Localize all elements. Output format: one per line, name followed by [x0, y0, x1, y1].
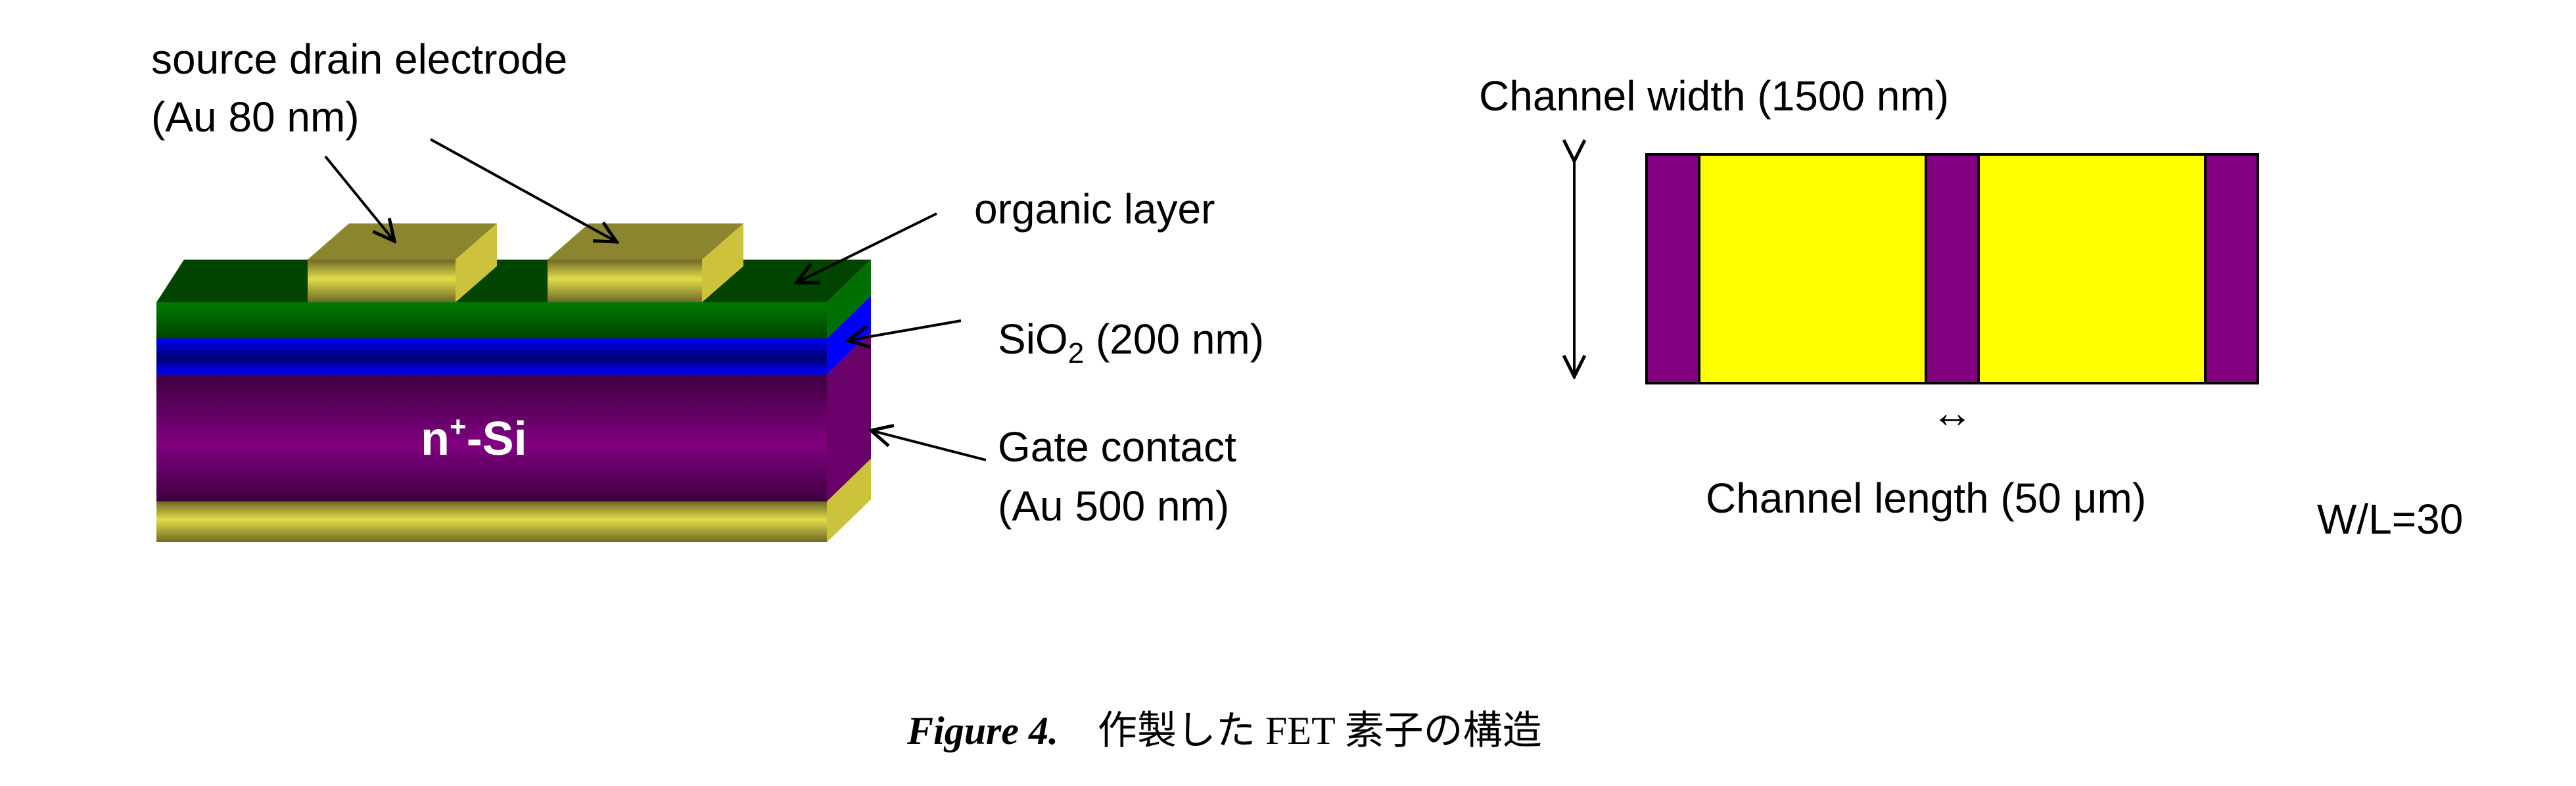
sio2-layer-front: [156, 338, 827, 375]
electrode-right: [1977, 153, 2207, 384]
electrode-spec: (Au 80 nm): [151, 93, 360, 141]
arrow-drain: [430, 138, 617, 242]
arrow-source: [324, 155, 394, 241]
figure-number: Figure 4.: [906, 709, 1058, 752]
arrow-organic: [797, 212, 937, 283]
arrow-gate: [871, 430, 987, 461]
channel-length-label: Channel length (50 μm): [1706, 474, 2146, 522]
substrate-label: n+-Si: [421, 411, 527, 465]
gate-contact-front: [156, 501, 827, 542]
source-electrode: [308, 223, 497, 302]
electrode-label: source drain electrode: [151, 35, 567, 83]
organic-layer-top: [156, 260, 871, 302]
substrate-front: [156, 375, 827, 501]
gate-contact-label: Gate contact: [998, 423, 1236, 471]
wl-ratio: W/L=30: [2317, 496, 2463, 543]
sio2-label: SiO2 (200 nm): [998, 315, 1264, 369]
caption-text: 作製した FET 素子の構造: [1098, 709, 1542, 752]
annotation-arrows: [324, 138, 987, 461]
cross-section-device: n+-Si: [156, 223, 871, 542]
organic-layer-side: [827, 260, 871, 338]
substrate-left: [1645, 153, 1700, 384]
electrode-left: [1698, 153, 1927, 384]
top-view: Channel width (1500 nm) ↔ Channel length…: [1479, 72, 2463, 543]
channel-width-label: Channel width (1500 nm): [1479, 72, 1949, 120]
organic-layer-front: [156, 302, 827, 338]
gate-contact-spec: (Au 500 nm): [998, 482, 1229, 530]
length-double-arrow: ↔: [1931, 389, 1973, 436]
channel-gap: [1925, 153, 1980, 384]
gate-contact-side: [827, 459, 871, 542]
substrate-side: [827, 332, 871, 501]
organic-layer-label: organic layer: [974, 185, 1215, 233]
drain-electrode: [548, 223, 743, 302]
arrow-sio2: [848, 319, 962, 340]
substrate-right: [2204, 153, 2259, 384]
figure-caption: Figure 4. 作製した FET 素子の構造: [906, 709, 1542, 752]
